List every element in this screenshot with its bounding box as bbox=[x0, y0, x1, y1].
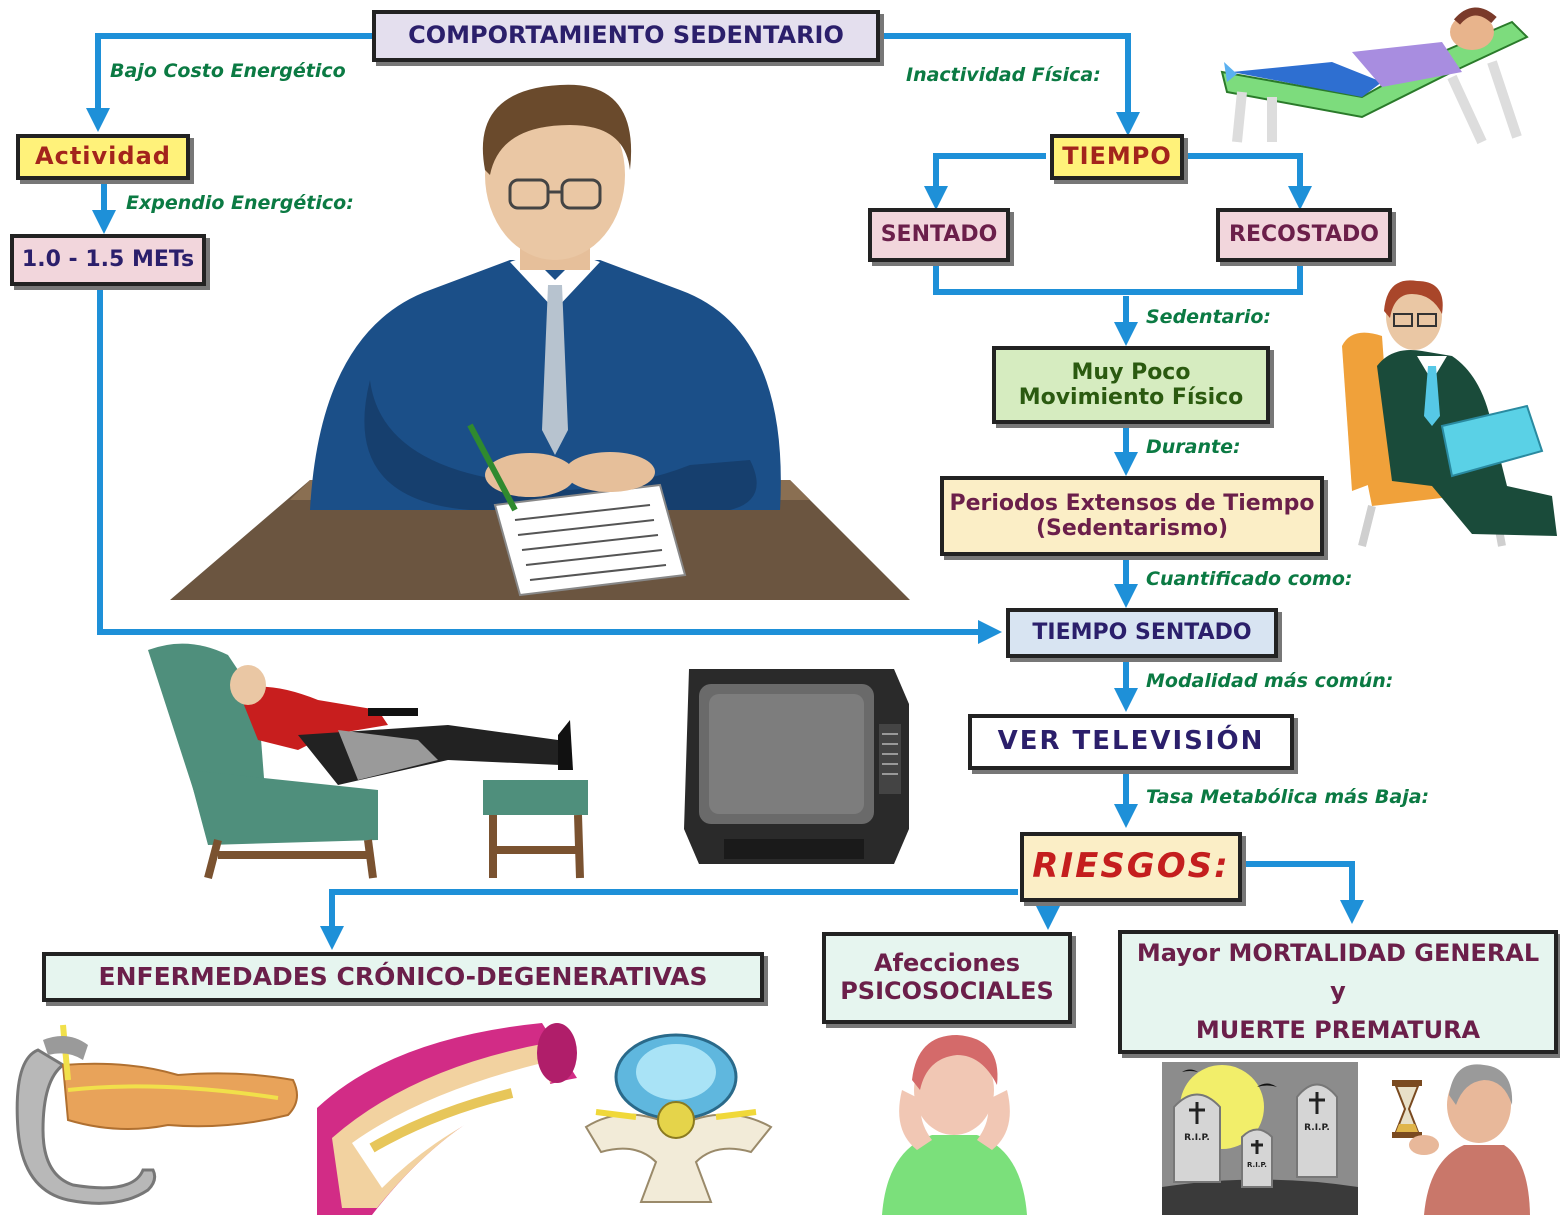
node-sentado: SENTADO bbox=[868, 208, 1010, 262]
node-recostado-text: RECOSTADO bbox=[1229, 222, 1379, 248]
vertebra-illustration bbox=[566, 1032, 788, 1204]
node-afecciones-line2: PSICOSOCIALES bbox=[840, 977, 1054, 1005]
old-man-hourglass-illustration bbox=[1384, 1060, 1530, 1215]
node-muy-poco-line2: Movimiento Físico bbox=[1018, 385, 1244, 410]
node-actividad-text: Actividad bbox=[35, 142, 171, 171]
arrow-mets-to-tiempo-sentado bbox=[97, 288, 1002, 644]
node-recostado: RECOSTADO bbox=[1216, 208, 1392, 262]
arrow-to-enfermedades bbox=[320, 889, 1018, 950]
node-muy-poco-movimiento: Muy Poco Movimiento Físico bbox=[992, 346, 1270, 424]
artery-plaque-illustration bbox=[312, 1018, 580, 1215]
label-tasa: Tasa Metabólica más Baja: bbox=[1146, 786, 1430, 808]
merge-line bbox=[933, 264, 1303, 295]
node-riesgos-text: RIESGOS: bbox=[1032, 846, 1230, 887]
node-enfermedades-text: ENFERMEDADES CRÓNICO-DEGENERATIVAS bbox=[98, 961, 708, 991]
arrow-to-recostado bbox=[1186, 153, 1312, 210]
node-periodos-extensos: Periodos Extensos de Tiempo (Sedentarism… bbox=[940, 476, 1324, 556]
arrow-to-mortalidad bbox=[1244, 861, 1364, 924]
node-afecciones-psicosociales: Afecciones PSICOSOCIALES bbox=[822, 932, 1072, 1024]
tombstone-text-2: R.I.P. bbox=[1247, 1161, 1267, 1169]
node-tiempo: TIEMPO bbox=[1050, 134, 1184, 180]
label-sedentario: Sedentario: bbox=[1146, 306, 1272, 328]
label-durante: Durante: bbox=[1146, 436, 1241, 458]
tombstone-text-1: R.I.P. bbox=[1184, 1133, 1210, 1143]
node-mets: 1.0 - 1.5 METs bbox=[10, 234, 206, 286]
television-illustration bbox=[684, 664, 910, 872]
node-mortalidad: Mayor MORTALIDAD GENERAL y MUERTE PREMAT… bbox=[1118, 930, 1558, 1054]
label-modalidad: Modalidad más común: bbox=[1146, 670, 1394, 692]
arrow-to-sentado bbox=[924, 153, 1046, 210]
node-ver-television: VER TELEVISIÓN bbox=[968, 714, 1294, 770]
tombstone-text-3: R.I.P. bbox=[1304, 1123, 1330, 1133]
arrow-to-tiempo bbox=[880, 33, 1140, 136]
stressed-person-illustration bbox=[862, 1030, 1044, 1215]
node-actividad: Actividad bbox=[16, 134, 190, 180]
node-tiempo-sentado-text: TIEMPO SENTADO bbox=[1032, 620, 1252, 646]
node-muy-poco-line1: Muy Poco bbox=[1071, 359, 1191, 385]
node-riesgos: RIESGOS: bbox=[1020, 832, 1242, 902]
node-ver-television-text: VER TELEVISIÓN bbox=[997, 726, 1265, 757]
node-comportamiento-text: COMPORTAMIENTO SEDENTARIO bbox=[408, 21, 844, 50]
node-tiempo-text: TIEMPO bbox=[1062, 142, 1172, 171]
man-in-armchair-illustration bbox=[148, 640, 600, 880]
node-tiempo-sentado: TIEMPO SENTADO bbox=[1006, 608, 1278, 658]
node-mortalidad-line3: MUERTE PREMATURA bbox=[1195, 1015, 1481, 1044]
label-inactividad: Inactividad Física: bbox=[906, 64, 1101, 86]
man-with-clipboard-illustration bbox=[1332, 276, 1558, 548]
node-enfermedades: ENFERMEDADES CRÓNICO-DEGENERATIVAS bbox=[42, 952, 764, 1002]
node-mets-text: 1.0 - 1.5 METs bbox=[21, 247, 195, 273]
node-periodos-line2: (Sedentarismo) bbox=[1035, 516, 1229, 541]
node-comportamiento-sedentario: COMPORTAMIENTO SEDENTARIO bbox=[372, 10, 880, 62]
cemetery-illustration: R.I.P. R.I.P. R.I.P. bbox=[1162, 1062, 1358, 1215]
node-periodos-line1: Periodos Extensos de Tiempo bbox=[949, 490, 1315, 516]
pancreas-illustration bbox=[8, 1020, 300, 1215]
label-bajo-costo: Bajo Costo Energético bbox=[110, 60, 346, 82]
node-mortalidad-line1: Mayor MORTALIDAD GENERAL bbox=[1136, 938, 1540, 967]
node-sentado-text: SENTADO bbox=[880, 222, 998, 248]
node-afecciones-line1: Afecciones bbox=[873, 949, 1021, 978]
label-expendio: Expendio Energético: bbox=[126, 192, 354, 214]
man-writing-illustration bbox=[170, 80, 910, 600]
reclining-man-illustration bbox=[1212, 2, 1532, 152]
arrow-to-actividad bbox=[86, 33, 372, 132]
node-mortalidad-line2: y bbox=[1330, 977, 1346, 1006]
label-cuantificado: Cuantificado como: bbox=[1146, 568, 1353, 590]
